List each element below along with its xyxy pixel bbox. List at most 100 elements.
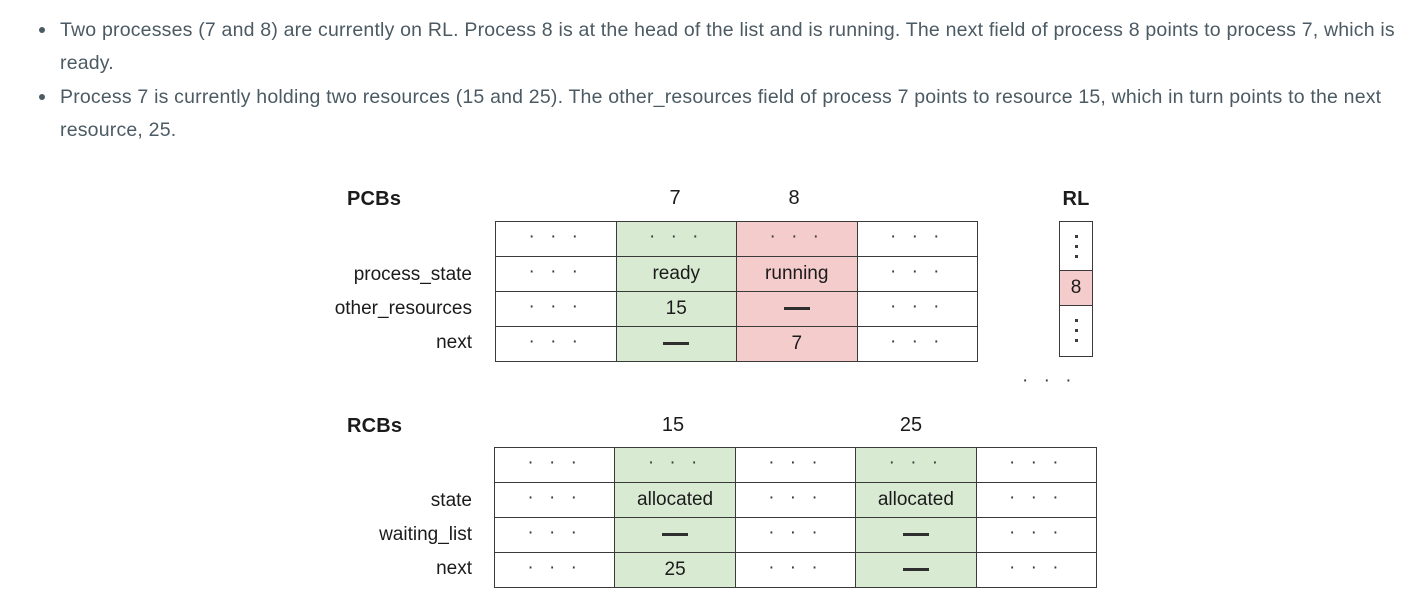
pcb-row-label-other-resources: other_resources [334,298,472,319]
rcb-table-body: · · ·· · ·· · ·· · ·· · ·· · ·allocated·… [493,447,1097,588]
pcb-cell-r1-c1: ready [615,256,737,292]
bullet-marker-icon [39,94,45,100]
ellipsis-icon: · · · [527,487,582,508]
ellipsis-icon: · · · [647,452,703,473]
pcb-table-row: · · · 15 · · · [495,291,978,327]
pcb-row-label-next: next [436,332,472,353]
rcb-cell-r1-c1: allocated [614,482,736,518]
rcb-row-label-state: state [430,490,472,511]
ellipsis-icon: · · · [1008,557,1064,578]
pcb-cell-r0-c0: · · · [495,221,617,257]
ellipsis-icon: · · · [889,296,945,317]
rcb-cell-r3-c1: 25 [614,552,736,588]
rcb-column-header-15: 15 [661,414,685,436]
pcb-cell-r3-c2: 7 [736,326,858,362]
rcb-cell-r2-c0: · · · [493,517,616,553]
bullet-text: Process 7 is currently holding two resou… [60,86,1382,141]
ellipsis-icon: · · · [527,452,582,473]
pcb-cell-r2-c3: · · · [856,291,978,327]
pcb-row-label-process-state: process_state [353,264,472,285]
rl-title: RL [1062,188,1090,210]
pcb-cell-r2-c1: 15 [615,291,737,327]
ellipsis-icon: · · · [528,296,584,317]
ellipsis-icon: · · · [889,261,945,282]
rcb-row-label-waiting-list: waiting_list [379,524,472,545]
rcb-cell-r0-c3: · · · [855,447,977,483]
ellipsis-icon: · · · [528,331,584,352]
pcb-group-title: PCBs [347,188,402,210]
rcb-cell-r0-c2: · · · [734,447,857,483]
null-pointer-dash-icon [902,533,929,537]
rcb-cell-r1-c4: · · · [975,482,1097,518]
ellipsis-icon: · · · [769,226,825,247]
ellipsis-icon: · · · [528,261,584,282]
ellipsis-icon: · · · [527,522,582,543]
rcb-cell-r1-c2: · · · [734,482,857,518]
rcb-cell-r1-c0: · · · [493,482,616,518]
rl-bottom-ellipsis-icon [1060,306,1092,354]
pcb-column-header-8: 8 [788,187,800,209]
pcb-cell-r1-c0: · · · [495,256,617,292]
pcb-table-row: · · · · · · · · · · · · [495,221,978,257]
rl-entry-8: 8 [1060,270,1092,306]
rcb-cell-r3-c0: · · · [493,552,616,588]
ellipsis-icon: · · · [1008,487,1064,508]
ellipsis-icon: · · · [528,226,584,247]
null-pointer-dash-icon [663,342,690,346]
rcb-table-row: · · · · · · · · · · · · · · · [493,447,1097,483]
rcb-table: · · ·· · ·· · ·· · ·· · ·· · ·allocated·… [493,447,1097,588]
pcb-table-row: · · · 7 · · · [495,326,978,362]
bullet-list: Two processes (7 and 8) are currently on… [0,14,1414,147]
rcb-cell-r3-c4: · · · [975,552,1097,588]
list-item: Process 7 is currently holding two resou… [39,81,1410,147]
pcb-cell-r2-c0: · · · [495,291,617,327]
pcb-cell-r2-c2 [736,291,858,327]
rl-top-ellipsis-icon [1060,222,1092,270]
ellipsis-icon: · · · [768,522,823,543]
pcb-cell-r3-c0: · · · [495,326,617,362]
rcb-cell-r2-c4: · · · [975,517,1097,553]
rcb-cell-r2-c3 [855,517,977,553]
bullet-text: Two processes (7 and 8) are currently on… [60,19,1395,74]
ellipsis-icon: · · · [768,452,823,473]
ellipsis-icon: · · · [1008,522,1064,543]
rcb-table-row: · · · · · · · · · [493,517,1097,553]
rcb-cell-r0-c1: · · · [614,447,736,483]
pcb-cell-r3-c3: · · · [856,326,978,362]
pcb-cell-r1-c2: running [736,256,858,292]
pcb-cell-r3-c1 [615,326,737,362]
bullet-marker-icon [39,27,45,33]
rcb-cell-r3-c2: · · · [734,552,857,588]
ellipsis-icon: · · · [889,226,945,247]
pcb-cell-r0-c1: · · · [615,221,737,257]
rcb-table-row: · · · allocated · · · allocated · · · [493,482,1097,518]
rl-continuation-ellipsis: · · · [1022,370,1077,391]
ellipsis-icon: · · · [1008,452,1064,473]
rcb-cell-r3-c3 [855,552,977,588]
pcb-cell-r0-c2: · · · [736,221,858,257]
pcb-cell-r1-c3: · · · [856,256,978,292]
ellipsis-icon: · · · [768,557,823,578]
ellipsis-icon: · · · [889,331,945,352]
rcb-cell-r0-c0: · · · [493,447,616,483]
null-pointer-dash-icon [783,307,810,311]
rcb-cell-r1-c3: allocated [855,482,977,518]
pcb-cell-r0-c3: · · · [856,221,978,257]
null-pointer-dash-icon [662,533,689,537]
rcb-cell-r0-c4: · · · [975,447,1097,483]
rcb-group-title: RCBs [347,415,403,437]
ellipsis-icon: · · · [768,487,823,508]
ellipsis-icon: · · · [648,226,704,247]
rl-list-box: 8 [1059,221,1093,357]
rcb-cell-r2-c2: · · · [734,517,857,553]
pcb-column-header-7: 7 [669,187,681,209]
rcb-cell-r2-c1 [614,517,736,553]
null-pointer-dash-icon [902,568,929,572]
ellipsis-icon: · · · [527,557,582,578]
rcb-table-row: · · · 25 · · · · · · [493,552,1097,588]
list-item: Two processes (7 and 8) are currently on… [39,14,1410,80]
